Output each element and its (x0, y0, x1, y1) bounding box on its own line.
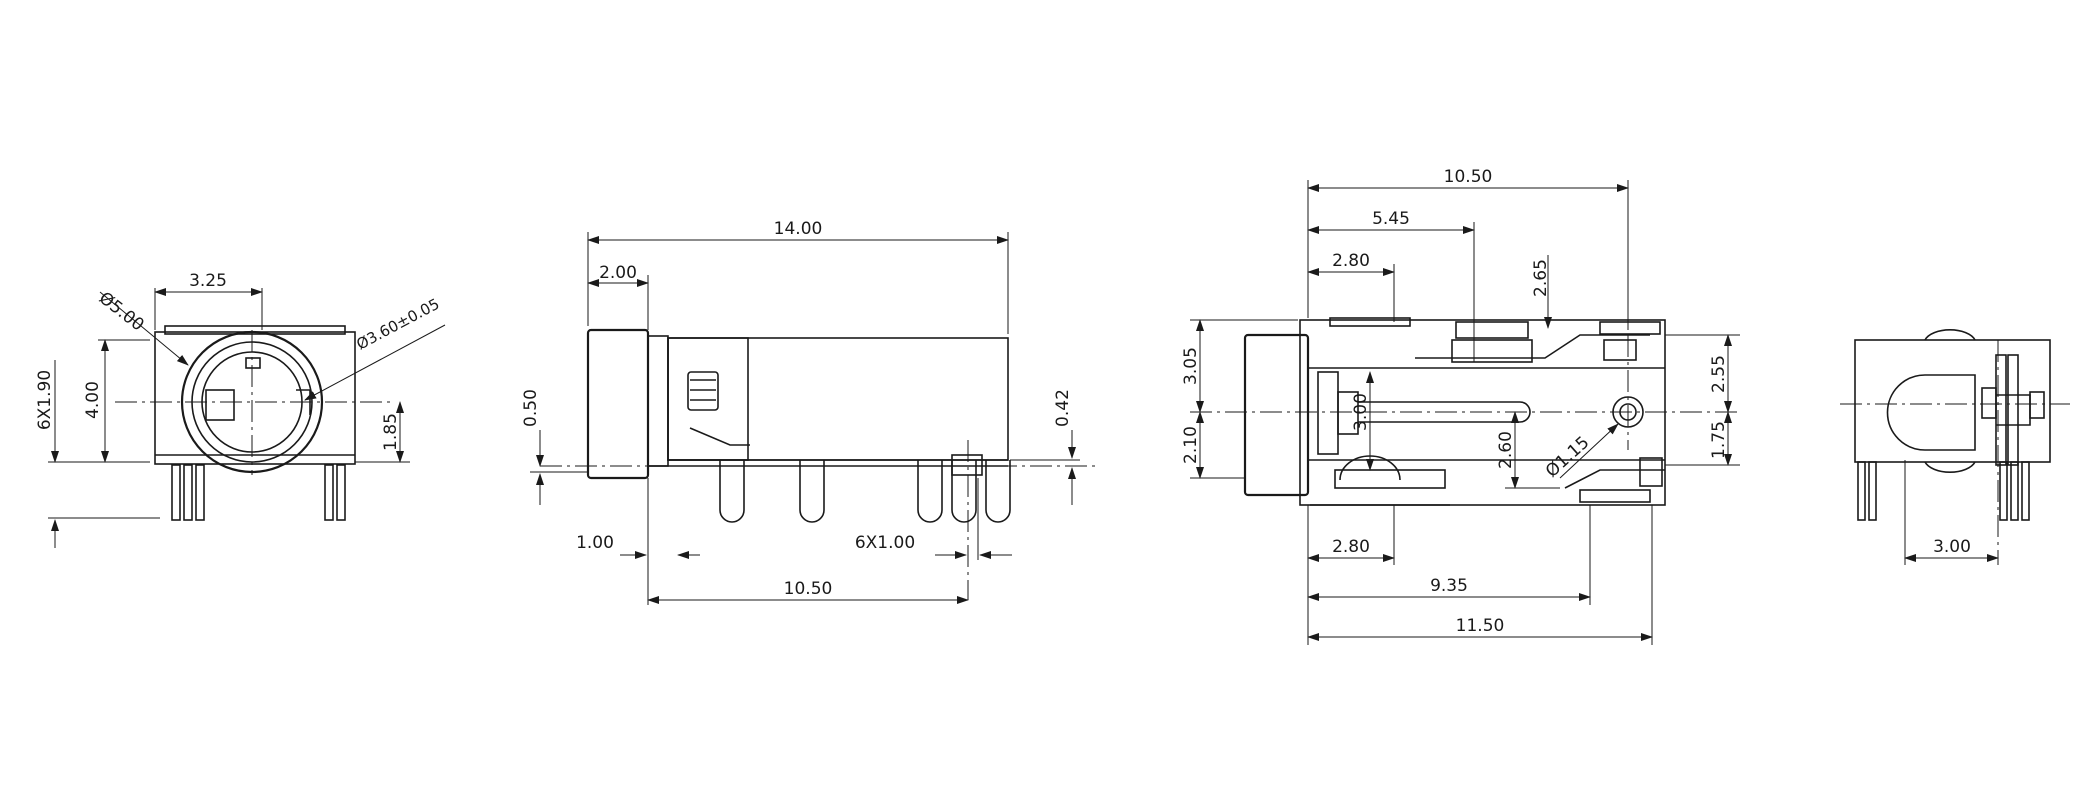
dim-top-300-label: 3.00 (1351, 393, 1371, 431)
dim-top-260-label: 2.60 (1496, 431, 1516, 469)
front-view: 3.25 Ø5.00 Ø3.60±0.05 6X1.90 4.00 (35, 271, 446, 548)
dim-side-042: 0.42 (1010, 389, 1080, 505)
dim-front-height-185: 1.85 (355, 401, 410, 463)
dim-top-265: 2.65 (1531, 255, 1552, 329)
dim-top-280-bottom-label: 2.80 (1332, 537, 1370, 557)
dim-top-300: 3.00 (1351, 371, 1374, 471)
dim-top-210-label: 2.10 (1181, 426, 1201, 464)
dim-side-050-label: 0.50 (521, 389, 541, 427)
dim-top-1050-label: 10.50 (1444, 167, 1493, 187)
dim-side-pins-label: 6X1.00 (855, 533, 915, 553)
dim-top-210: 2.10 (1181, 411, 1244, 479)
dim-top-1050: 10.50 (1307, 167, 1629, 330)
dim-side-span: 10.50 (647, 579, 969, 604)
front-pins (171, 464, 346, 521)
dim-top-280-bottom: 2.80 (1307, 505, 1395, 645)
dim-top-265-label: 2.65 (1531, 259, 1551, 297)
dim-side-pin: 1.00 (576, 478, 700, 605)
dim-front-pitch: 6X1.90 (35, 360, 160, 548)
dim-top-305: 3.05 (1181, 319, 1298, 413)
rear-view: 3.00 (1840, 329, 2070, 565)
dim-front-width: 3.25 (154, 271, 263, 330)
side-view: 14.00 2.00 0.50 0.42 1.00 (521, 219, 1100, 605)
dim-side-pins: 6X1.00 (855, 478, 1012, 560)
dim-front-width-label: 3.25 (189, 271, 227, 291)
dim-side-050: 0.50 (521, 389, 588, 505)
dim-top-1150-label: 11.50 (1456, 616, 1505, 636)
rear-housing (1854, 329, 2051, 473)
dim-side-flange-label: 2.00 (599, 263, 637, 283)
dim-top-1150: 11.50 (1307, 505, 1653, 645)
dim-rear-width-label: 3.00 (1933, 537, 1971, 557)
dim-top-305-label: 3.05 (1181, 347, 1201, 385)
front-housing (154, 325, 356, 465)
dim-rear-width: 3.00 (1904, 460, 1999, 565)
dim-top-dia-115: Ø1.15 (1542, 423, 1619, 482)
dim-front-height-label: 4.00 (83, 381, 103, 419)
dim-front-height-185-label: 1.85 (381, 413, 401, 451)
dim-front-pitch-label: 6X1.90 (35, 370, 55, 430)
dim-top-545-label: 5.45 (1372, 209, 1410, 229)
dim-side-pin-label: 1.00 (576, 533, 614, 553)
dim-side-span-label: 10.50 (784, 579, 833, 599)
dim-side-flange: 2.00 (587, 263, 649, 330)
dim-top-255: 2.55 (1665, 334, 1740, 413)
dim-top-935-label: 9.35 (1430, 576, 1468, 596)
dim-top-280-label: 2.80 (1332, 251, 1370, 271)
dim-top-255-label: 2.55 (1709, 355, 1729, 393)
dim-front-dia-500-label: Ø5.00 (95, 288, 148, 335)
dim-side-042-label: 0.42 (1053, 389, 1073, 427)
dim-top-935: 9.35 (1307, 505, 1591, 605)
dim-front-height: 4.00 (83, 339, 150, 463)
side-pins (719, 440, 1011, 600)
dim-side-length: 14.00 (587, 219, 1009, 334)
dim-top-260: 2.60 (1496, 411, 1560, 489)
dim-top-175-label: 1.75 (1709, 421, 1729, 459)
dim-front-dia-360: Ø3.60±0.05 (304, 295, 446, 401)
dim-side-length-label: 14.00 (774, 219, 823, 239)
dim-top-280: 2.80 (1307, 251, 1395, 322)
dim-top-175: 1.75 (1665, 411, 1740, 466)
dim-front-dia-360-label: Ø3.60±0.05 (353, 295, 442, 354)
side-housing (586, 328, 1009, 480)
dim-top-dia-115-label: Ø1.15 (1542, 433, 1593, 482)
top-view: 10.50 5.45 2.80 2.65 3.05 2.10 (1181, 167, 1740, 645)
dim-top-545: 5.45 (1307, 209, 1475, 362)
rear-pins (1857, 461, 2030, 521)
